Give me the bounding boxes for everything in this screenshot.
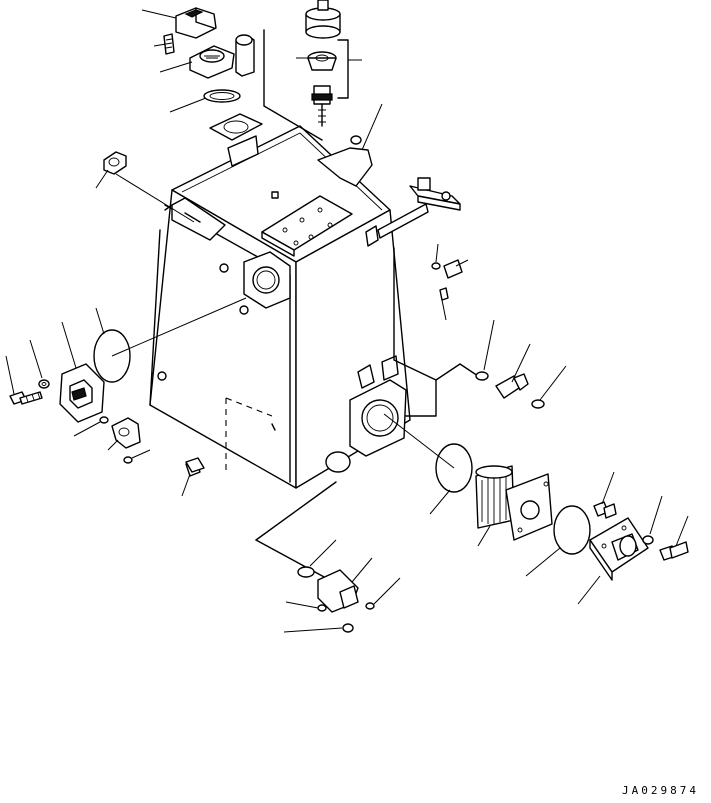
hydraulic-tank [150, 126, 410, 488]
left-parts [10, 152, 246, 472]
drawing-code: JA029874 [622, 784, 699, 797]
breather-pipe [318, 136, 372, 186]
pressure-switch-assembly [264, 0, 348, 140]
bottom-fittings [256, 482, 374, 632]
leader-lines [6, 10, 688, 632]
level-gauge-bracket [378, 178, 460, 238]
right-parts [384, 248, 688, 580]
cap-assembly [164, 8, 254, 102]
filler-neck [210, 114, 262, 166]
